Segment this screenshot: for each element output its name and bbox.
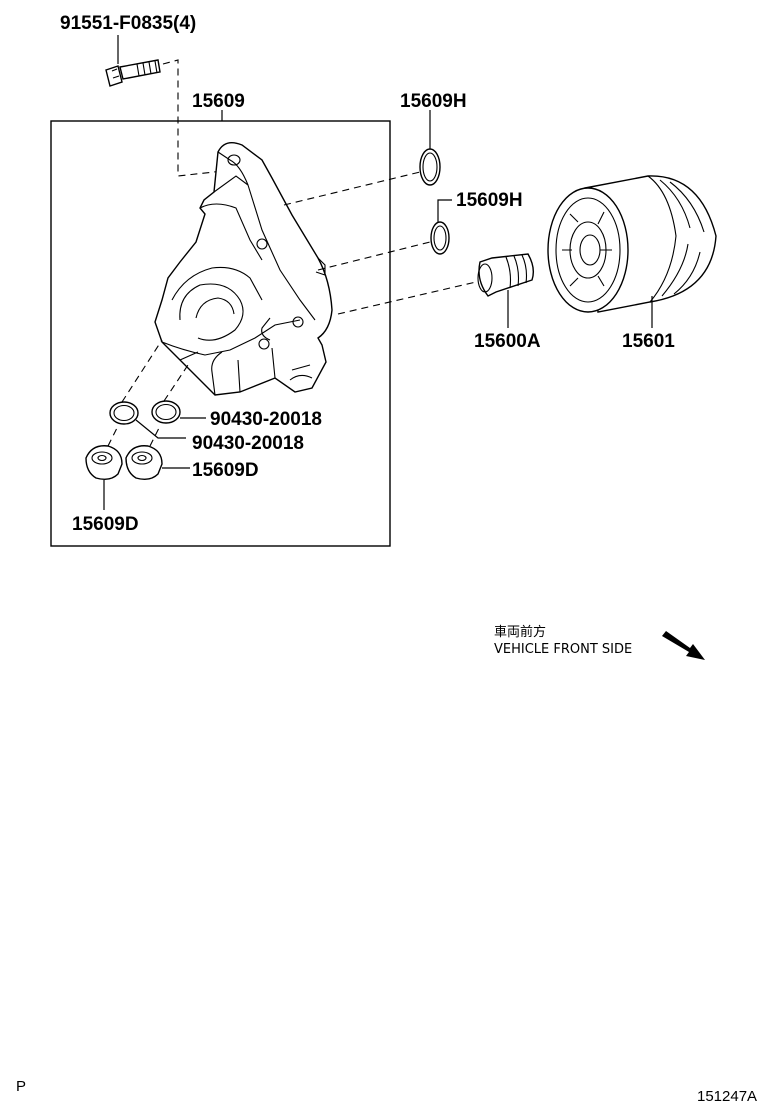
gasket-a-label: 90430-20018 xyxy=(192,433,304,454)
figure-id: 151247A xyxy=(697,1088,757,1105)
oil-filter-housing-part[interactable] xyxy=(154,142,333,396)
o-ring-lower-part[interactable] xyxy=(430,221,450,255)
o-ring-lower-label: 15609H xyxy=(456,190,523,211)
bolt-alignment-line xyxy=(162,59,233,177)
oil-filter-part[interactable] xyxy=(547,175,717,313)
o-ring-upper-label: 15609H xyxy=(400,91,467,112)
direction-japanese-text: 車両前方 xyxy=(494,624,546,640)
direction-english-text: VEHICLE FRONT SIDE xyxy=(494,642,632,657)
gasket-b-alignment xyxy=(163,361,191,402)
housing-label: 15609 xyxy=(192,91,245,112)
gasket-a-alignment xyxy=(121,339,163,403)
o-ring-lower-alignment xyxy=(317,241,431,271)
plug-left-label: 15609D xyxy=(72,514,139,535)
union-fitting-part[interactable] xyxy=(477,253,535,297)
o-ring-lower-leader xyxy=(437,199,452,222)
o-ring-upper-part[interactable] xyxy=(419,148,441,186)
bolt-label: 91551-F0835(4) xyxy=(60,13,196,34)
filter-label: 15601 xyxy=(622,331,675,352)
union-alignment xyxy=(337,281,477,315)
gasket-b-part[interactable] xyxy=(151,400,181,424)
plug-right-part[interactable] xyxy=(125,445,163,481)
union-label: 15600A xyxy=(474,331,541,352)
front-arrow-icon xyxy=(662,631,705,660)
plug-left-part[interactable] xyxy=(85,445,123,481)
gasket-a-leader xyxy=(135,419,186,439)
page-mark: P xyxy=(16,1078,26,1095)
plug-right-alignment xyxy=(149,425,161,447)
o-ring-upper-alignment xyxy=(283,171,421,206)
plug-left-alignment xyxy=(107,425,119,447)
bolt-part[interactable] xyxy=(105,59,161,87)
plug-right-label: 15609D xyxy=(192,460,259,481)
assembly-frame xyxy=(50,120,391,547)
gasket-a-part[interactable] xyxy=(109,401,139,425)
gasket-b-label: 90430-20018 xyxy=(210,409,322,430)
